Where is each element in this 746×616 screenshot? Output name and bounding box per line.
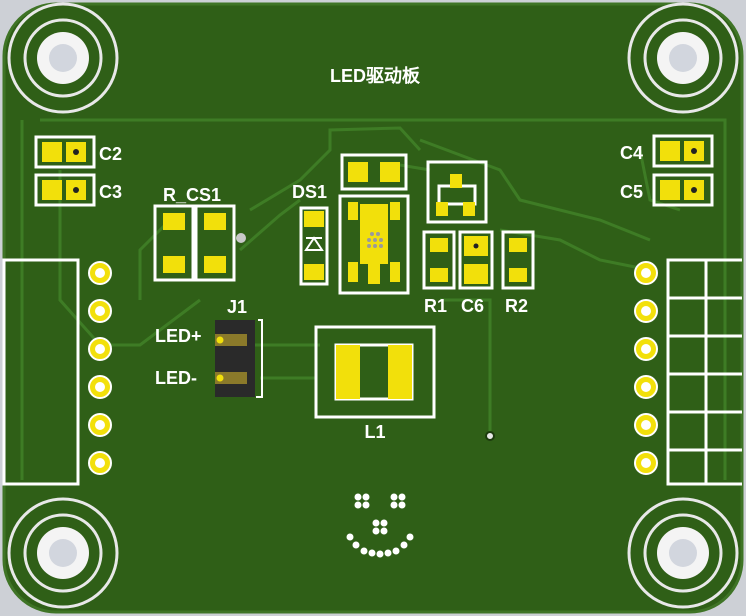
left-connector <box>2 258 112 486</box>
r-cs1-label: R_CS1 <box>163 185 221 205</box>
led-plus-label: LED+ <box>155 326 202 346</box>
capacitor-c4 <box>652 134 714 168</box>
diode-icon <box>304 236 324 251</box>
c2-label: C2 <box>99 144 122 164</box>
resistor-r-cs1 <box>153 204 236 282</box>
capacitor-c3 <box>34 173 96 207</box>
capacitor-c2 <box>34 135 96 169</box>
right-connector <box>634 258 742 486</box>
capacitor-c6 <box>458 230 494 290</box>
via <box>236 233 246 243</box>
mounting-hole-icon <box>7 2 119 114</box>
diode-ds1 <box>299 206 329 286</box>
j1-label: J1 <box>227 297 247 317</box>
r2-label: R2 <box>505 296 528 316</box>
mounting-hole-icon <box>627 497 739 609</box>
driver-ic <box>338 153 410 295</box>
mounting-hole-icon <box>7 497 119 609</box>
smiley-face-icon <box>346 493 414 558</box>
transistor <box>426 160 488 224</box>
inductor-l1 <box>314 325 436 419</box>
r1-label: R1 <box>424 296 447 316</box>
ds1-label: DS1 <box>292 182 327 202</box>
l1-label: L1 <box>364 422 385 442</box>
capacitor-c5 <box>652 173 714 207</box>
c6-label: C6 <box>461 296 484 316</box>
c5-label: C5 <box>620 182 643 202</box>
copper-traces <box>20 118 727 480</box>
c4-label: C4 <box>620 143 643 163</box>
led-minus-label: LED- <box>155 368 197 388</box>
header-j1 <box>215 319 263 398</box>
c3-label: C3 <box>99 182 122 202</box>
board-title: LED驱动板 <box>330 65 421 86</box>
resistor-r1 <box>422 230 456 290</box>
mounting-hole-icon <box>627 2 739 114</box>
via <box>485 431 495 441</box>
resistor-r2 <box>501 230 535 290</box>
